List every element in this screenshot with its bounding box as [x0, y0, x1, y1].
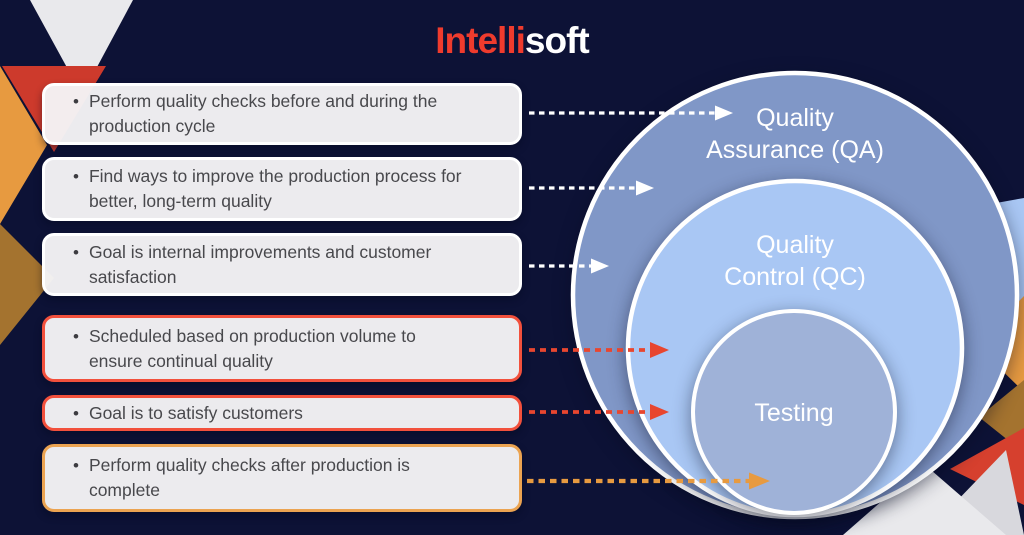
bullet-icon: • — [73, 403, 79, 423]
qc-label-line2: Control (QC) — [724, 263, 866, 291]
bullet-icon: • — [73, 326, 79, 346]
decor-triangle-bottomright-white — [843, 464, 1006, 535]
arrow-head-4 — [650, 342, 669, 358]
note-text-4: Scheduled based on production volume to … — [88, 325, 416, 371]
testing-label: Testing — [754, 399, 834, 427]
note-box-1: • Perform quality checks before and durin… — [42, 83, 522, 145]
note-box-6: • Perform quality checks after production… — [42, 444, 522, 512]
logo-part1: Intelli — [435, 20, 526, 61]
logo-part2: soft — [524, 20, 590, 61]
qc-label-line1: Quality — [756, 231, 834, 259]
decor-triangle-left-orange — [0, 66, 47, 224]
note-text-6: Perform quality checks after production … — [88, 455, 410, 500]
decor-triangle-topleft-white — [30, 0, 133, 95]
note-text-3: Goal is internal improvements and custom… — [88, 241, 432, 287]
bullet-icon: • — [73, 456, 79, 475]
note-text-1: Perform quality checks before and during… — [88, 91, 438, 136]
decor-triangle-left-gold — [0, 224, 54, 345]
bullet-icon: • — [73, 92, 79, 111]
note-text-2: Find ways to improve the production proc… — [88, 166, 462, 211]
qa-label-line1: Quality — [756, 104, 834, 132]
intellisoft-logo: Intellisoft — [0, 22, 1024, 59]
testing-circle-label: Testing — [629, 397, 959, 429]
bullet-icon: • — [73, 242, 79, 262]
testing-circle — [691, 309, 897, 515]
note-box-2: • Find ways to improve the production pro… — [42, 157, 522, 221]
arrow-head-1 — [715, 105, 733, 121]
note-box-3: • Goal is internal improvements and custo… — [42, 233, 522, 296]
arrow-head-2 — [636, 180, 654, 196]
qc-circle-label: Quality Control (QC) — [630, 229, 960, 293]
note-box-4: • Scheduled based on production volume to… — [42, 315, 522, 382]
qa-circle-label: Quality Assurance (QA) — [630, 102, 960, 166]
bullet-icon: • — [73, 167, 79, 186]
arrow-head-3 — [591, 258, 609, 274]
qa-label-line2: Assurance (QA) — [706, 136, 884, 164]
note-text-5: Goal is to satisfy customers — [88, 402, 303, 423]
arrow-head-6 — [749, 472, 770, 490]
arrow-head-5 — [650, 404, 669, 420]
note-box-5: • Goal is to satisfy customers — [42, 395, 522, 431]
